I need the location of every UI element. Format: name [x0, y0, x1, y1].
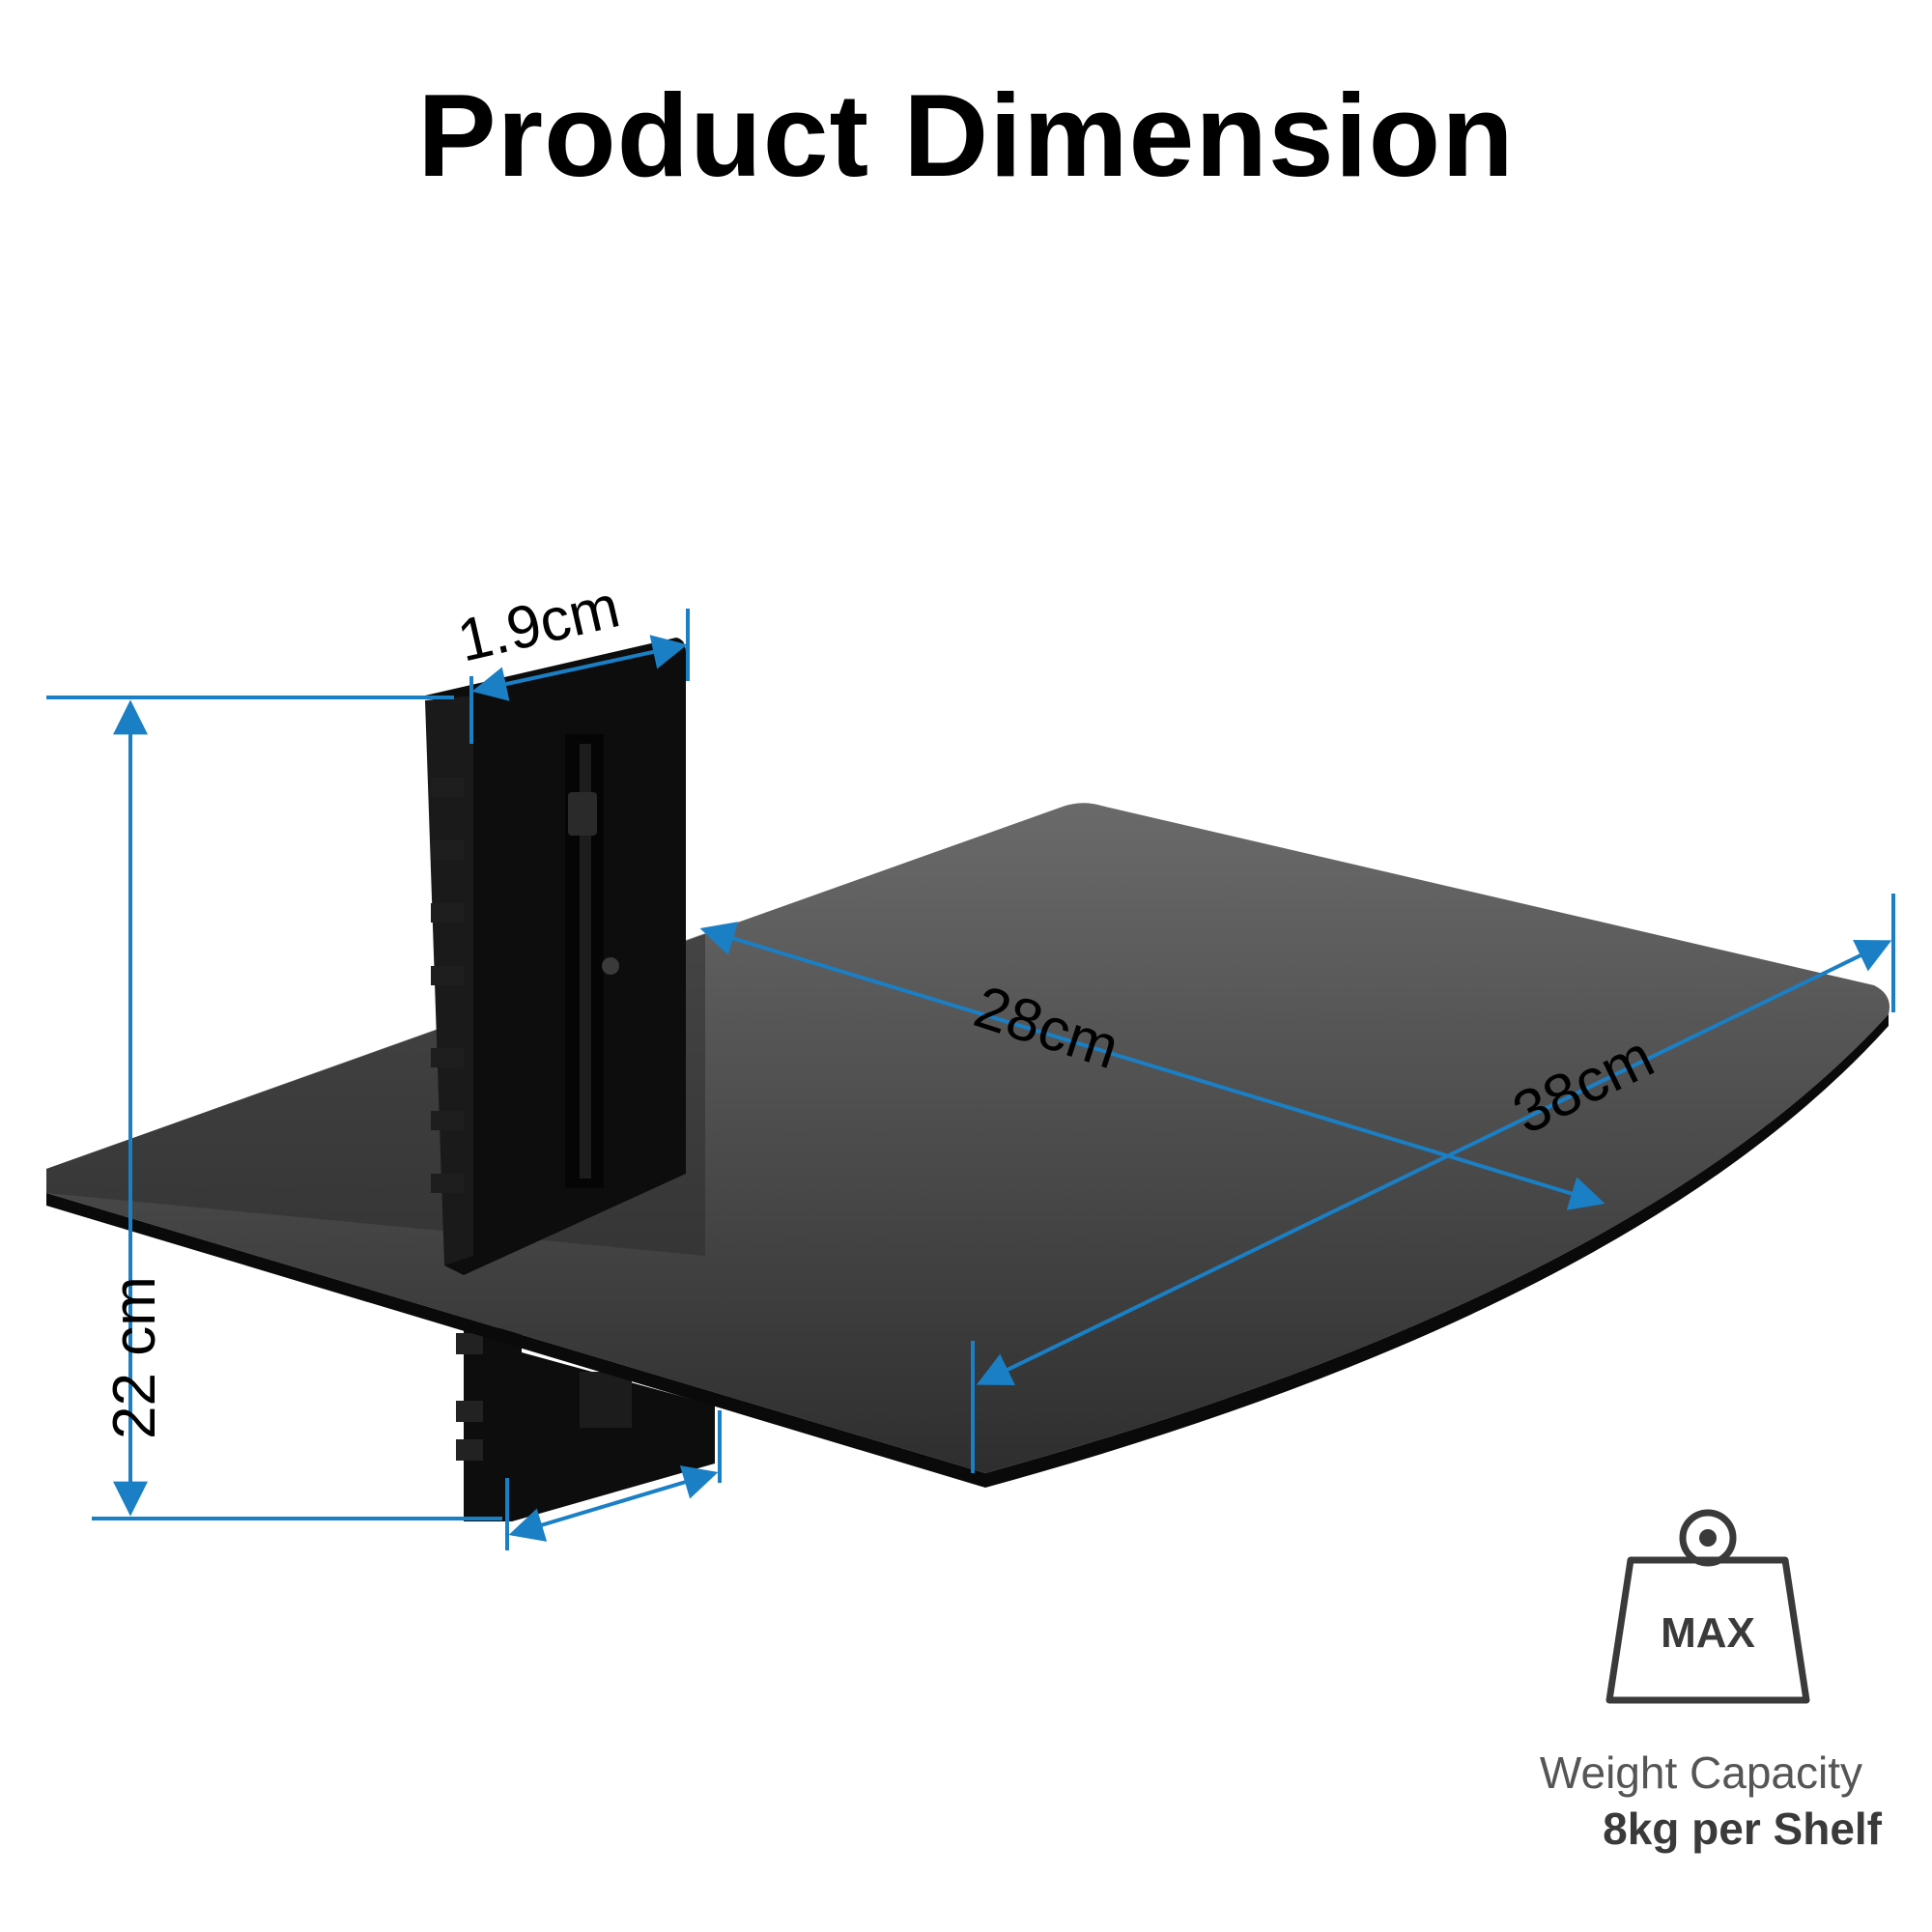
weight-capacity-caption: Weight Capacity: [1539, 1747, 1862, 1798]
max-label: MAX: [1661, 1609, 1755, 1657]
glass-shelf: [46, 803, 1889, 1488]
page-title: Product Dimension: [417, 70, 1515, 201]
width-arrow: [976, 939, 1892, 1386]
height-label: 22 cm: [101, 1276, 168, 1439]
weight-capacity-value: 8kg per Shelf: [1603, 1804, 1882, 1854]
thickness-bottom-arrow: [508, 1465, 719, 1542]
dimension-lines: [46, 609, 1895, 1550]
upper-bracket: [425, 638, 686, 1275]
thickness-top-arrow: [471, 635, 688, 701]
bracket-teeth: [431, 778, 464, 1193]
weight-icon: MAX: [1605, 1509, 1810, 1704]
